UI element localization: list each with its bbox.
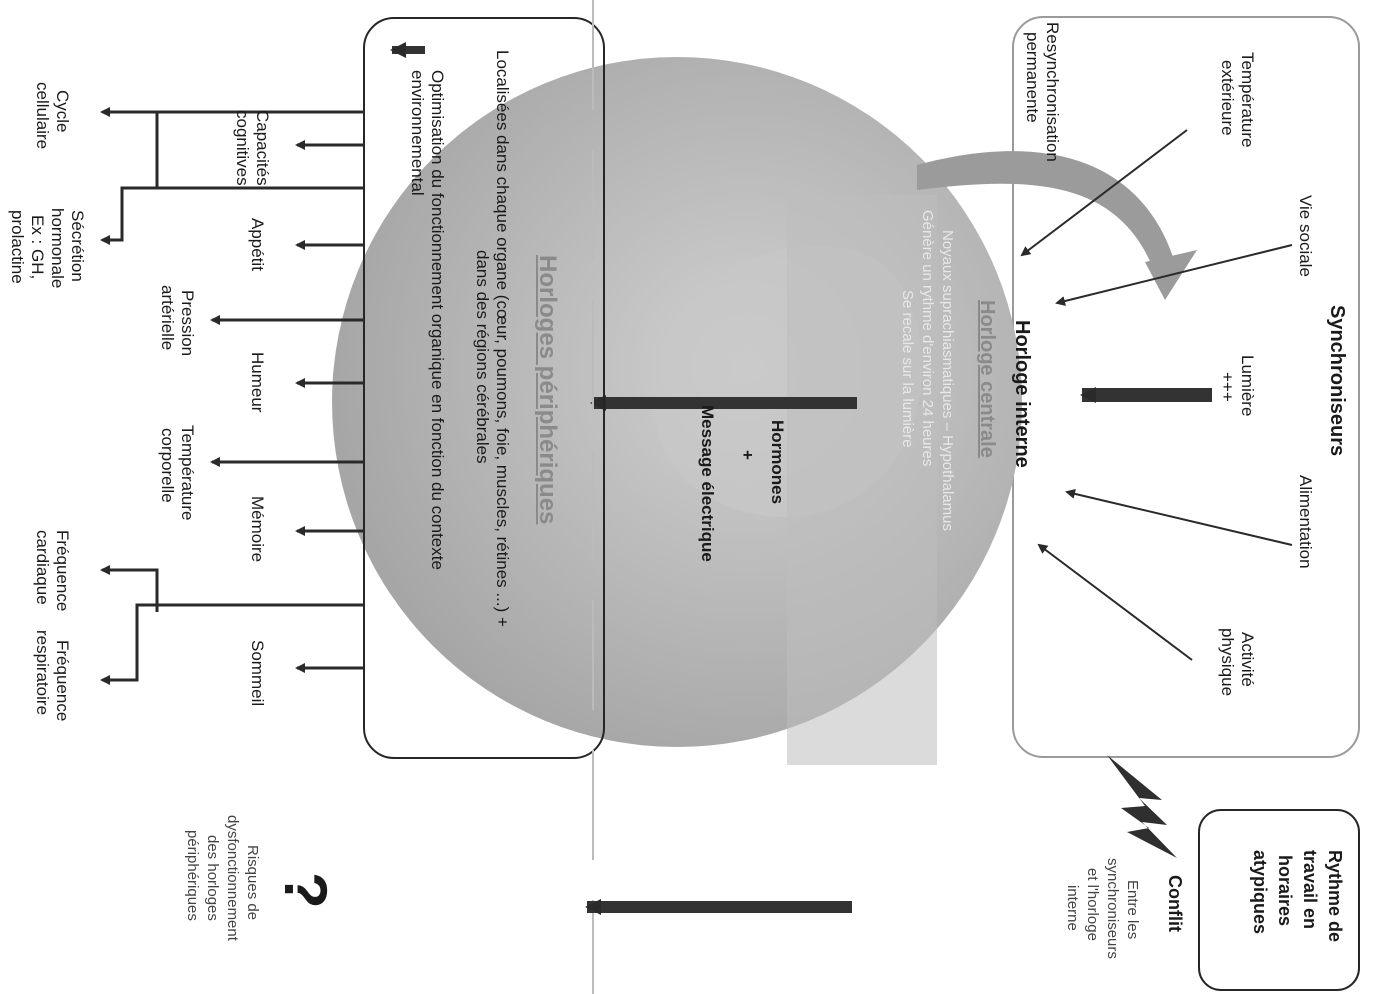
food-label: Alimentation [1296,475,1315,569]
lightning-icon [1107,755,1177,858]
central-clock-desc-2: Génère un rythme d'environ 24 heures [919,210,936,467]
mood-label: Humeur [248,352,267,413]
heart-label-1: Fréquence [53,530,72,612]
risk-line-2: dysfonctionnement [224,815,241,941]
social-label: Vie sociale [1296,195,1315,277]
cognitive-label-1: Capacités [253,110,272,186]
plus-label: + [738,450,757,460]
resp-label-2: respiratoire [33,630,52,716]
temperature-label-1: Température [1238,52,1257,148]
work-rhythm-box [1198,809,1360,991]
heart-resp-connector [155,603,364,612]
sleep-label: Sommeil [248,640,267,707]
conflict-line-2: synchroniseurs [1104,858,1121,959]
temperature-label-2: extérieure [1218,60,1237,136]
work-label-1: Rythme de [1325,850,1345,943]
bodytemp-label-1: Température [178,425,197,521]
appetite-label: Appétit [248,218,267,271]
bodytemp-label-2: corporelle [158,428,177,503]
work-label-4: atypiques [1250,850,1270,935]
social-arrow [1055,244,1293,306]
central-clock-title: Horloge centrale [976,300,998,458]
heart-arrow [100,565,159,605]
question-mark-icon: ? [272,872,339,909]
hormone-label-1: Sécrétion [68,210,87,282]
bp-label-2: artérielle [158,285,177,351]
work-label-2: travail en [1300,850,1320,930]
cycle-hormone-connector [155,110,364,190]
central-clock-desc-3: Se recale sur la lumière [899,290,916,448]
heart-label-2: cardiaque [33,530,52,605]
conflict-title: Conflit [1165,875,1185,932]
internal-clock-title: Horloge interne [1011,320,1033,468]
resync-curve-arrow [917,151,1177,285]
synchronizers-box [1012,16,1360,758]
conflict-line-3: et l'horloge [1084,868,1101,941]
resync-label-1: Resynchronisation [1043,22,1062,162]
memory-label: Mémoire [248,496,267,563]
risk-line-1: Risques de [244,845,261,921]
cognitive-label-2: cognitives [233,110,252,186]
optimisation-text-1: Optimisation du fonctionnement organique… [428,70,447,570]
risk-line-4: périphériques [184,830,201,921]
optimisation-text-2: environnemental [408,70,427,196]
cycle-label-1: Cycle [53,90,72,133]
conflict-line-1: Entre les [1124,880,1141,940]
light-label: Lumière [1238,355,1257,417]
activity-arrow [1037,543,1193,661]
light-plus-label: +++ [1218,372,1237,402]
hormone-label-3: Ex : GH, [28,215,47,280]
hormones-label: Hormones [768,420,787,505]
resp-arrow [100,603,157,685]
risk-line-3: des horloges [204,835,221,921]
cycle-label-2: cellulaire [33,82,52,150]
bp-label-1: Pression [178,290,197,357]
peripheral-desc-1: Localisées dans chaque organe (cœur, pou… [493,50,512,627]
resync-label-2: permanente [1023,32,1042,123]
resp-label-1: Fréquence [53,640,72,722]
hormone-arrow [100,186,157,245]
synchronizers-title: Synchroniseurs [1326,305,1348,457]
central-clock-desc-1: Noyaux suprachiasmatiques – Hypothalamus [939,230,956,531]
peripheral-desc-2: dans des régions cérébrales [473,250,492,464]
food-arrow [1065,488,1293,546]
activity-label-1: Activité [1238,632,1257,687]
temperature-arrow [1020,129,1188,257]
work-label-3: horaires [1275,855,1295,927]
central-clock-band [787,195,937,765]
peripheral-clocks-title: Horloges périphériques [534,255,561,525]
peripheral-clocks-box [363,17,605,759]
conflict-line-4: interne [1064,885,1081,931]
electric-message-label: Message électrique [698,405,717,562]
hormone-label-2: hormonale [48,208,67,289]
activity-label-2: physique [1218,628,1237,697]
hormone-label-4: prolactine [8,210,27,284]
